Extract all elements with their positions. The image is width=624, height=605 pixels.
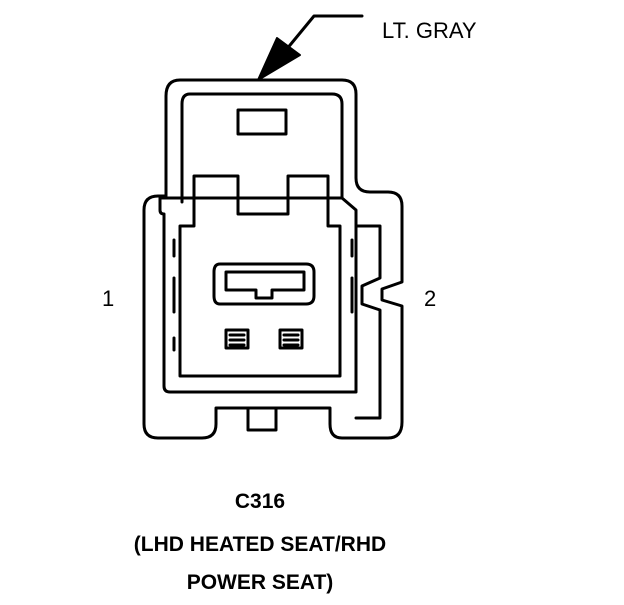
pin-cavity-1 [224, 328, 250, 350]
connector-description-line2: POWER SEAT) [187, 571, 334, 594]
color-label: LT. GRAY [382, 18, 477, 43]
color-leader-arrow [257, 14, 364, 81]
connector-description-line1: (LHD HEATED SEAT/RHD [134, 533, 386, 556]
connector-housing-outer [142, 78, 404, 440]
connector-housing-inner [158, 92, 358, 394]
connector-id: C316 [235, 490, 285, 513]
terminal-slot [212, 262, 316, 306]
top-latch [236, 108, 288, 136]
mating-face [178, 174, 342, 378]
pin-label-1: 1 [102, 286, 114, 311]
terminal-slot-inner [224, 270, 306, 300]
bottom-key-tab [246, 406, 278, 432]
pin-cavity-2 [278, 328, 304, 350]
pin-label-2: 2 [424, 286, 436, 311]
right-lock-rail [354, 224, 382, 420]
